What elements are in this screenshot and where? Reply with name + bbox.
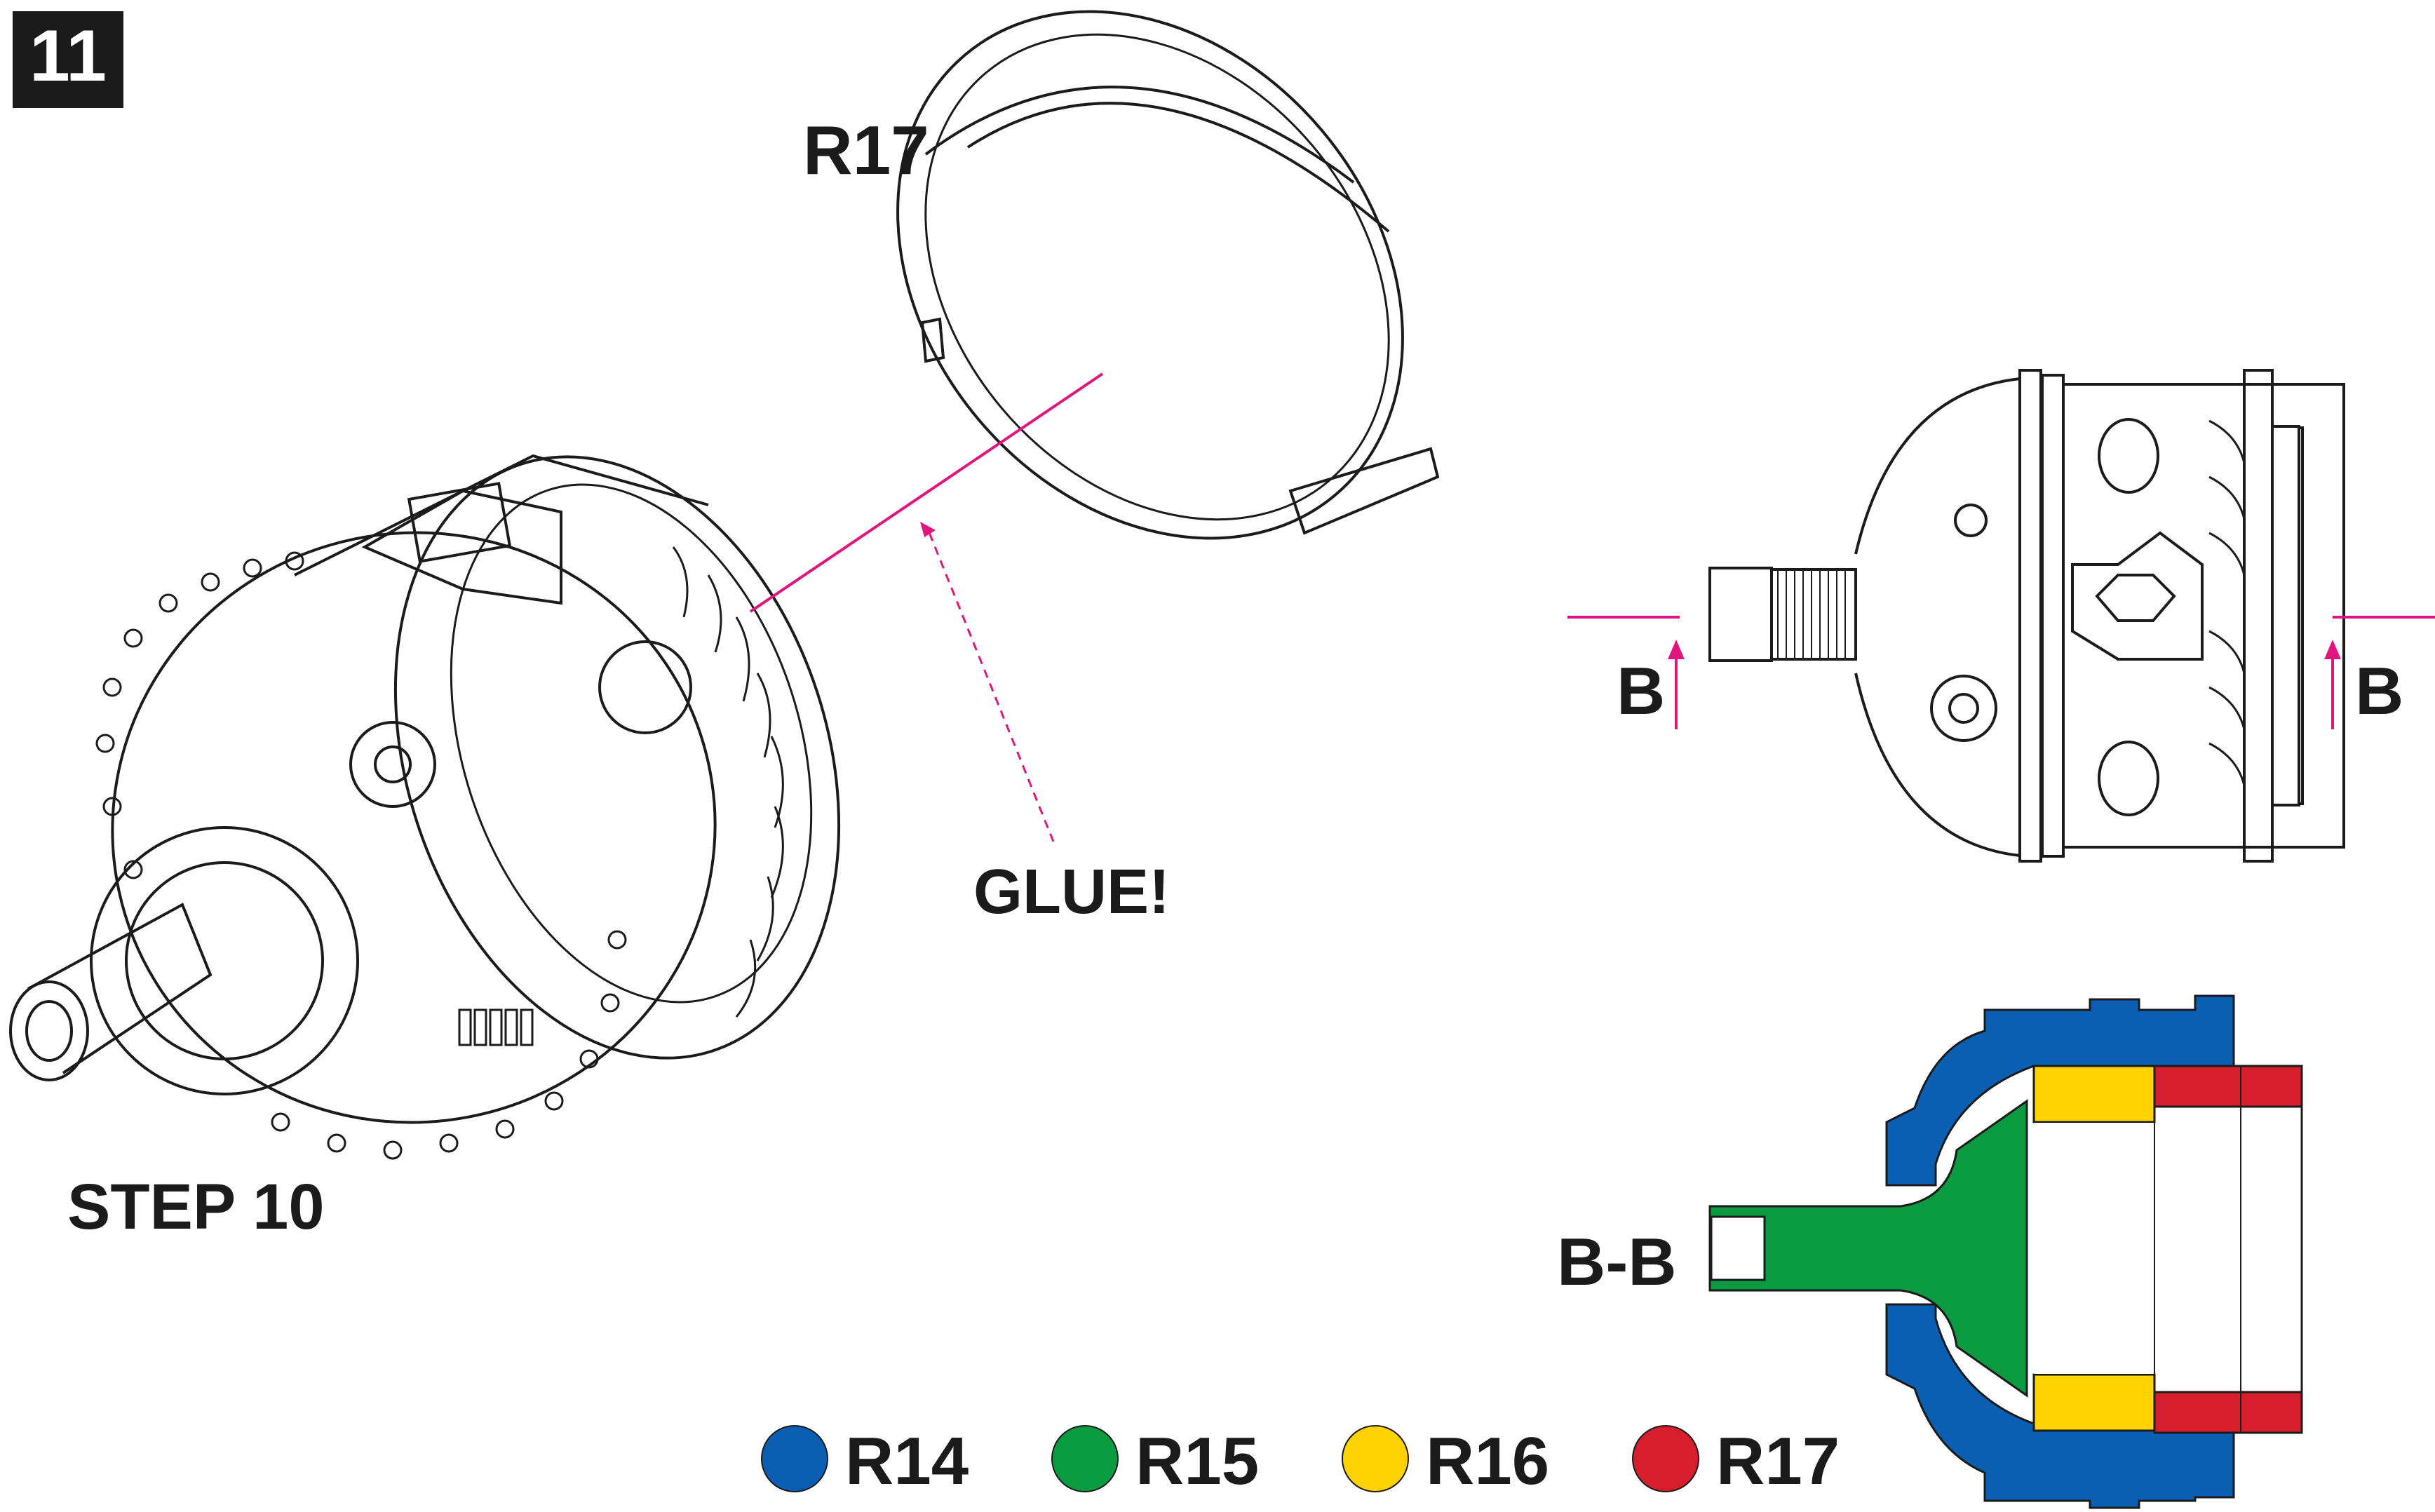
section-title: B-B <box>1557 1224 1677 1300</box>
section-r16-lower <box>2032 1373 2156 1432</box>
legend-item: R17 <box>1632 1424 1840 1499</box>
glue-line <box>749 372 1104 613</box>
legend-item: R15 <box>1051 1424 1259 1499</box>
glue-label: GLUE! <box>973 857 1170 927</box>
legend-item: R14 <box>761 1424 969 1499</box>
section-r17-lower <box>2153 1391 2303 1434</box>
glue-dashed-line <box>926 527 1055 842</box>
section-r17-upper <box>2153 1065 2303 1108</box>
legend-label: R15 <box>1135 1424 1259 1499</box>
glue-indicator <box>749 372 1104 842</box>
legend-label: R17 <box>1716 1424 1840 1499</box>
shaft-bore <box>1710 1215 1766 1281</box>
color-legend: R14 R15 R16 R17 <box>761 1424 1840 1499</box>
legend-swatch <box>1632 1425 1699 1492</box>
arrow-up-icon <box>2324 640 2341 659</box>
section-r15-shaft <box>1708 1099 2028 1398</box>
section-label-right: B <box>2355 654 2403 729</box>
legend-item: R16 <box>1342 1424 1549 1499</box>
section-r14-housing-lower <box>1885 1303 2235 1509</box>
section-r14-housing <box>1885 994 2235 1187</box>
section-interior <box>2034 1121 2155 1375</box>
step-badge: 11 <box>13 11 123 108</box>
part-label-r17: R17 <box>803 112 929 189</box>
section-r16-upper <box>2032 1065 2156 1123</box>
section-label-left: B <box>1617 654 1665 729</box>
cross-section-b-b <box>1708 994 2303 1509</box>
step-number: 11 <box>29 15 107 97</box>
glue-arrow-icon <box>920 522 936 537</box>
legend-label: R14 <box>845 1424 969 1499</box>
legend-swatch <box>1051 1425 1119 1492</box>
arrow-up-icon <box>1668 640 1685 659</box>
previous-step-label: STEP 10 <box>67 1171 325 1243</box>
step-badge-bg <box>13 11 123 108</box>
section-marks: B B <box>1567 616 2435 729</box>
engine-side-view <box>1708 369 2345 863</box>
legend-label: R16 <box>1426 1424 1549 1499</box>
part-r17-ring <box>896 10 1440 540</box>
engine-assembly-step10 <box>9 454 841 1160</box>
legend-swatch <box>1342 1425 1409 1492</box>
legend-swatch <box>761 1425 828 1492</box>
